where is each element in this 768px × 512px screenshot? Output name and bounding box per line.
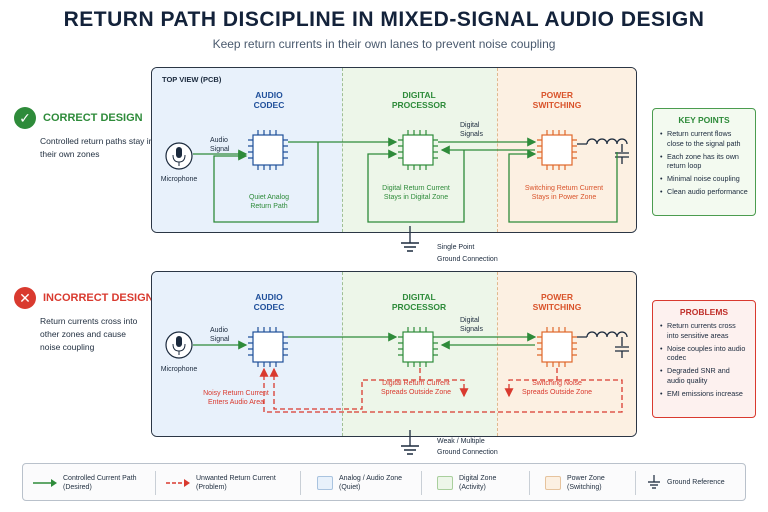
microphone-icon [165,331,193,359]
legend-power-zone: Power Zone(Switching) [545,464,605,502]
legend-controlled: Controlled Current Path(Desired) [33,464,137,502]
page-title: RETURN PATH DISCIPLINE IN MIXED-SIGNAL A… [63,8,705,31]
incorrect-heading: ✕ INCORRECT DESIGN [14,287,154,309]
audio-codec-chip [248,327,288,367]
legend-ground-ref: Ground Reference [647,464,725,502]
power-noise-return [504,368,558,398]
legend-unwanted: Unwanted Return Current(Problem) [166,464,276,502]
ground-symbol [401,437,419,455]
correct-heading: ✓ CORRECT DESIGN [14,107,143,129]
problem-item: EMI emissions increase [660,389,748,399]
correct-description: Controlled return paths stay in their ow… [40,136,154,159]
cross-icon: ✕ [14,287,36,309]
problems-box: PROBLEMS Return currents cross into sens… [652,300,756,418]
legend-analog-zone: Analog / Audio Zone(Quiet) [317,464,402,502]
key-point-item: Clean audio performance [660,187,748,197]
problem-item: Noise couples into audio codec [660,344,748,363]
digital-zone-swatch [437,476,453,490]
power-zone-swatch [545,476,561,490]
noise-into-audio [259,367,352,413]
microphone-icon [165,142,193,170]
power-noise-return-right [352,379,623,413]
ground-icon [648,475,660,489]
incorrect-description: Return currents cross into other zones a… [40,316,138,352]
legend-digital-zone: Digital Zone(Activity) [437,464,496,502]
power-switching-chip [537,327,577,367]
capacitor-icon [615,337,629,358]
digital-return-path [367,149,465,223]
problem-item: Degraded SNR and audio quality [660,366,748,385]
analog-return-path [213,142,319,223]
digital-noise-return [269,367,421,410]
incorrect-label: INCORRECT DESIGN [43,292,154,304]
problems-title: PROBLEMS [679,307,729,317]
power-return-path [508,149,618,223]
analog-zone-swatch [317,476,333,490]
check-icon: ✓ [14,107,36,129]
key-point-item: Each zone has its own return loop [660,152,748,171]
key-points-title: KEY POINTS [678,115,730,125]
red-dashed-arrow-icon [166,479,190,487]
ground-symbol [401,233,419,252]
inductor-icon [577,138,628,145]
digital-processor-chip [398,130,438,170]
microphone-label: Microphone [161,366,198,373]
correct-label: CORRECT DESIGN [43,112,143,124]
page-subtitle: Keep return currents in their own lanes … [212,37,556,51]
top-view-label: TOP VIEW (PCB) [162,75,222,84]
inductor-icon [577,331,628,338]
key-point-item: Return current flows close to the signal… [660,129,748,148]
problem-item: Return currents cross into sensitive are… [660,321,748,340]
digital-return-right [420,379,469,398]
green-arrow-icon [33,479,57,487]
audio-codec-chip [248,130,288,170]
key-points-box: KEY POINTS Return current flows close to… [652,108,756,216]
legend: Controlled Current Path(Desired) Unwante… [22,463,746,501]
key-point-item: Minimal noise coupling [660,174,748,184]
power-switching-chip [537,130,577,170]
microphone-label: Microphone [161,176,198,183]
digital-processor-chip [398,327,438,367]
